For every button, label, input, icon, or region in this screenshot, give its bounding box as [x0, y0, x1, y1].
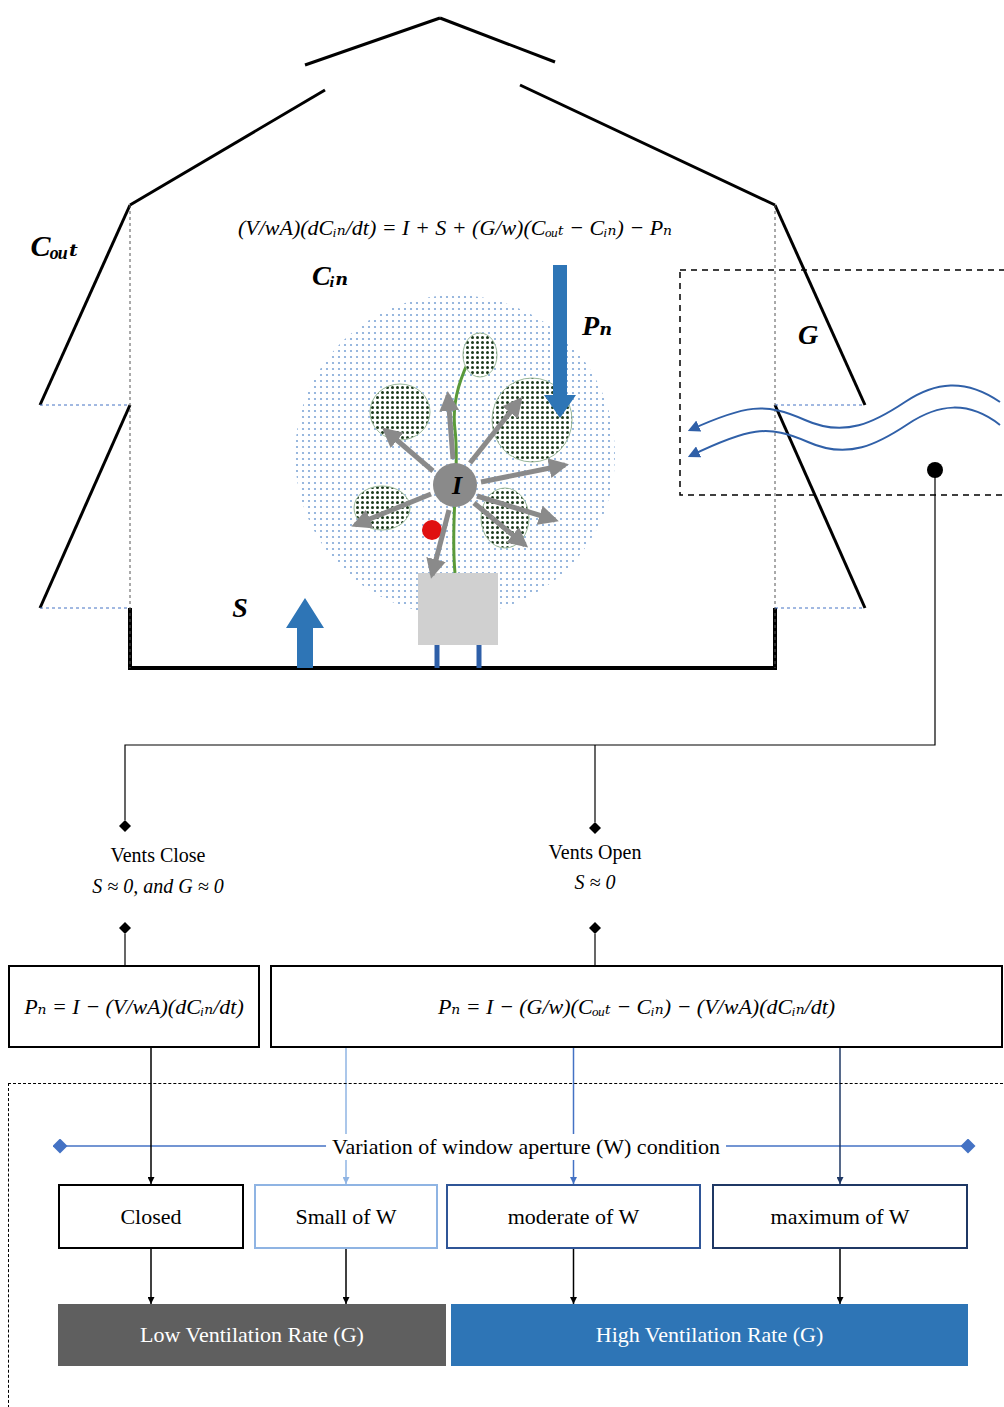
respiration-arrows [355, 395, 565, 575]
respiration-source [433, 463, 477, 507]
box-label: moderate of W [508, 1204, 640, 1230]
box-label: Low Ventilation Rate (G) [140, 1322, 364, 1348]
inside-concentration: Cᵢₙ [312, 259, 348, 292]
connector-arrow [345, 1249, 347, 1304]
condition-note: S ≈ 0 [575, 871, 616, 894]
soil-source-symbol: S [232, 592, 248, 624]
outside-concentration: Cₒᵤₜ [31, 228, 80, 263]
equation-box: Pₙ = I − (V/wA)(dCᵢₙ/dt) [8, 965, 260, 1048]
wall-guides [130, 205, 775, 668]
plant-leaves [354, 333, 572, 548]
box-label: maximum of W [771, 1204, 910, 1230]
vent-branch-lines [125, 470, 935, 965]
equation-box: Pₙ = I − (G/w)(Cₒᵤₜ − Cᵢₙ) − (V/wA)(dCᵢₙ… [270, 965, 1003, 1048]
aperture-box: Small of W [254, 1184, 438, 1249]
box-label: High Ventilation Rate (G) [596, 1322, 824, 1348]
connector-arrow [345, 1048, 347, 1184]
box-label: Pₙ = I − (G/w)(Cₒᵤₜ − Cᵢₙ) − (V/wA)(dCᵢₙ… [438, 994, 835, 1020]
connector-arrow [839, 1249, 841, 1304]
balance-equation: (V/wA)(dCᵢₙ/dt) = I + S + (G/w)(Cₒᵤₜ − C… [238, 215, 672, 241]
aperture-box: maximum of W [712, 1184, 968, 1249]
connector-arrow [839, 1048, 841, 1184]
plant-pot [418, 573, 498, 645]
ventilation-symbol: G [798, 319, 818, 351]
pot-legs [437, 645, 479, 668]
ventilation-band: High Ventilation Rate (G) [451, 1304, 968, 1366]
respiration-symbol: I [452, 471, 462, 501]
region-title: Variation of window aperture (W) conditi… [326, 1134, 726, 1160]
condition-label: Vents Close [111, 844, 206, 867]
box-label: Pₙ = I − (V/wA)(dCᵢₙ/dt) [24, 994, 244, 1020]
condition-region: Variation of window aperture (W) conditi… [8, 1083, 1004, 1407]
box-label: Closed [120, 1204, 181, 1230]
ventilation-box [680, 270, 1004, 495]
aperture-box: Closed [58, 1184, 244, 1249]
tomato-fruit [422, 520, 442, 540]
photosynthesis-symbol: Pₙ [582, 309, 612, 342]
connector-arrow [573, 1249, 575, 1304]
condition-note: S ≈ 0, and G ≈ 0 [92, 875, 223, 898]
condition-label: Vents Open [549, 841, 642, 864]
connector-arrow [150, 1249, 152, 1304]
connector-arrow [573, 1048, 575, 1184]
airflow-arrows [690, 385, 1000, 456]
greenhouse-frame [40, 18, 865, 668]
photosynthesis-arrow [544, 265, 576, 418]
aperture-box: moderate of W [446, 1184, 701, 1249]
connector-arrow [150, 1048, 152, 1184]
box-label: Small of W [295, 1204, 396, 1230]
ventilation-band: Low Ventilation Rate (G) [58, 1304, 446, 1366]
soil-source-arrow [286, 598, 324, 668]
